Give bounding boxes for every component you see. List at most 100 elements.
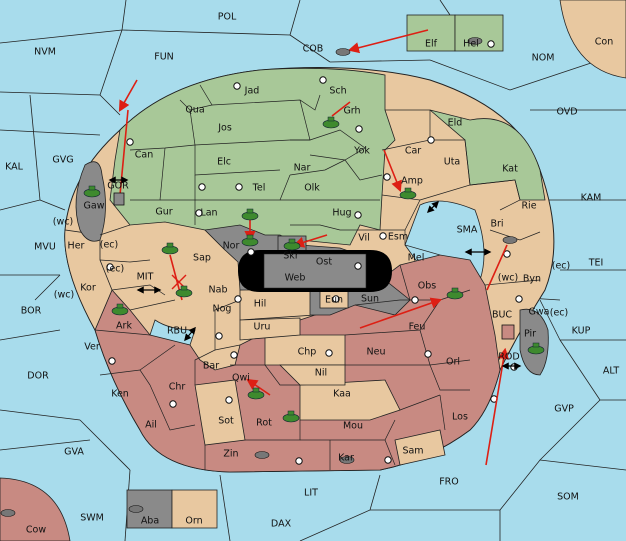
province-pir[interactable]	[519, 308, 549, 376]
province-label: Mou	[343, 421, 363, 432]
province-gaw[interactable]	[75, 161, 106, 242]
province-label: Her	[68, 241, 85, 252]
sea-label: TEI	[588, 258, 604, 269]
tank-icon[interactable]	[254, 451, 270, 459]
tank-icon[interactable]	[446, 287, 464, 300]
province-label: Nar	[294, 163, 311, 174]
fleet-marker-icon[interactable]	[113, 192, 125, 206]
tank-icon[interactable]	[322, 116, 340, 129]
province-label: Kar	[338, 453, 354, 464]
province-label: Bar	[203, 361, 219, 372]
sea-label: NVM	[34, 47, 56, 58]
sea-label: COB	[303, 44, 324, 55]
sea-label: GVA	[64, 447, 84, 458]
province-label: Gaw	[84, 201, 105, 212]
tank-icon[interactable]	[241, 234, 259, 247]
sea-label: MVU	[34, 242, 56, 253]
units	[0, 37, 545, 517]
province-label: Gwa	[529, 307, 550, 318]
province-label: Nor	[223, 241, 240, 252]
province-label: Hel	[463, 39, 479, 50]
province-label: Qwi	[232, 373, 250, 384]
sea-label: DOR	[27, 371, 49, 382]
tank-icon[interactable]	[111, 303, 129, 316]
province-nil-area	[279, 364, 346, 386]
sea-label: GVP	[554, 404, 574, 415]
tank-icon[interactable]	[282, 410, 300, 423]
province-label: Tel	[252, 183, 266, 194]
province-label: Los	[452, 412, 468, 423]
sea-label: ROD	[498, 352, 519, 363]
coast-marker: (ec)	[100, 240, 118, 251]
province-label: Qua	[185, 105, 204, 116]
sea-label: KAL	[5, 162, 24, 173]
tank-icon[interactable]	[0, 509, 16, 517]
province-label: Olk	[304, 183, 320, 194]
province-label: Obs	[418, 281, 437, 292]
province-label: Neu	[367, 347, 386, 358]
province-labels: Elf Hel Jad Sch Qua Grh Jos Eld Can Yok …	[26, 39, 550, 536]
sea-label: SMA	[457, 225, 478, 236]
province-label: Ail	[145, 420, 157, 431]
province-label: Jad	[244, 86, 260, 97]
sea-label: ALT	[603, 366, 619, 377]
tank-icon[interactable]	[241, 208, 259, 221]
province-label: Nab	[209, 285, 228, 296]
sea-label: MIT	[137, 272, 154, 283]
sea-label: FRO	[439, 477, 459, 488]
tank-icon[interactable]	[527, 342, 545, 355]
province-label: GOR	[107, 181, 129, 192]
province-borders	[94, 84, 541, 470]
province-label: Jos	[217, 123, 232, 134]
tank-icon[interactable]	[175, 285, 193, 298]
tank-icon[interactable]	[502, 236, 518, 244]
province-label: Gur	[155, 207, 172, 218]
coast-marker: (ec)	[106, 264, 124, 275]
province-label: Bri	[490, 219, 503, 230]
province-label: Sch	[329, 86, 346, 97]
tank-icon[interactable]	[283, 238, 301, 251]
province-label: Feu	[409, 322, 426, 333]
coast-marker: (ec)	[550, 308, 568, 319]
province-label: Hil	[254, 299, 266, 310]
tank-icon[interactable]	[339, 456, 355, 464]
province-sam-area	[394, 429, 446, 466]
province-orn[interactable]	[171, 489, 218, 529]
tank-icon[interactable]	[83, 185, 101, 198]
province-label: Web	[285, 273, 306, 284]
tank-icon[interactable]	[161, 242, 179, 255]
tank-icon[interactable]	[247, 387, 265, 400]
sea-label: SWM	[80, 513, 104, 524]
tank-icon[interactable]	[467, 37, 483, 45]
province-label: Can	[135, 150, 153, 161]
province-label: Eun	[325, 295, 343, 306]
province-hel[interactable]	[454, 14, 504, 52]
tank-icon[interactable]	[335, 48, 351, 56]
province-label: Cow	[26, 525, 46, 536]
sea-label: DAX	[271, 519, 292, 530]
province-label: Sam	[402, 446, 423, 457]
sea-label: POL	[218, 12, 237, 23]
sea-label: BOR	[21, 306, 42, 317]
tank-icon[interactable]	[128, 505, 144, 513]
province-label: Skr	[283, 251, 299, 262]
province-label: Orl	[446, 357, 460, 368]
province-label: Rie	[521, 201, 536, 212]
tank-icon[interactable]	[399, 187, 417, 200]
province-uru-area	[239, 317, 301, 341]
coast-markers: (wc) (ec) (ec) (wc) (wc) (ec) (ec)	[53, 217, 570, 319]
sea-label: KAM	[581, 193, 602, 204]
province-label: Car	[405, 146, 421, 157]
province-label: Vil	[358, 233, 370, 244]
province-label: Yok	[353, 146, 370, 157]
province-label: Chp	[298, 347, 317, 358]
sea-label: RBU	[167, 326, 187, 337]
province-label: Amp	[401, 176, 423, 187]
coast-marker: (wc)	[498, 273, 518, 284]
sea-label: LIT	[304, 488, 318, 499]
province-label: Ost	[316, 257, 332, 268]
tan-west-strip	[64, 229, 113, 331]
fleet-marker-icon[interactable]	[501, 324, 515, 340]
